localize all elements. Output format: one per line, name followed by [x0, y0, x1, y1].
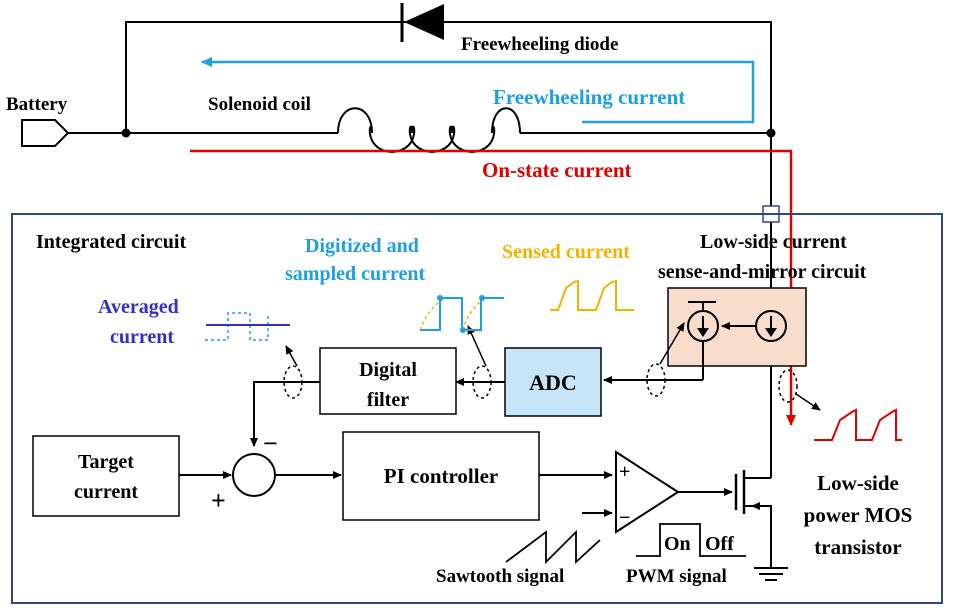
- integrated-circuit-label: Integrated circuit: [36, 231, 186, 253]
- pwm-on-label: On: [664, 533, 691, 555]
- digitized-current-label-line2: sampled current: [285, 263, 426, 285]
- on-state-current-waveform: [814, 408, 902, 441]
- digitized-current-waveform: [419, 295, 504, 333]
- freewheeling-current-path: [201, 57, 755, 124]
- sawtooth-waveform: [505, 529, 601, 565]
- digital-filter-label-line2: filter: [367, 389, 409, 411]
- averaged-current-label-line1: Averaged: [98, 296, 179, 318]
- sawtooth-signal-label: Sawtooth signal: [436, 566, 564, 587]
- sense-mirror-circuit: Low-side current sense-and-mirror circui…: [658, 231, 867, 380]
- pi-controller-block: [342, 431, 540, 521]
- pwm-signal-label: PWM signal: [626, 566, 727, 587]
- pwm-waveform: [636, 523, 746, 557]
- averaged-current-waveform: [205, 312, 290, 341]
- power-mos-transistor: [734, 470, 772, 568]
- target-current-label-line2: current: [74, 481, 138, 503]
- sum-minus-sign: −: [263, 429, 278, 458]
- freewheeling-current-label: Freewheeling current: [493, 85, 685, 109]
- pi-controller-label: PI controller: [384, 464, 499, 488]
- digital-filter-block: [319, 347, 457, 415]
- solenoid-coil-label: Solenoid coil: [208, 94, 311, 115]
- comparator-plus-sign: +: [619, 461, 630, 483]
- on-state-current-label: On-state current: [482, 158, 632, 182]
- sensed-current-label: Sensed current: [502, 241, 630, 263]
- mos-label-line3: transistor: [814, 535, 902, 559]
- comparator-minus-sign: −: [619, 507, 630, 529]
- ground-symbol: [754, 567, 788, 581]
- digitized-current-label-line1: Digitized and: [305, 235, 419, 257]
- sense-mirror-label-line2: sense-and-mirror circuit: [658, 261, 867, 283]
- probe-averaged: [283, 365, 303, 399]
- probe-digitized: [472, 365, 492, 399]
- integrated-circuit-box: [11, 213, 943, 604]
- summing-junction: [232, 453, 276, 497]
- digital-filter-label-line1: Digital: [359, 359, 417, 381]
- freewheeling-diode-label: Freewheeling diode: [461, 34, 618, 55]
- freewheeling-diode-symbol: [400, 3, 444, 42]
- adc-label: ADC: [529, 370, 577, 395]
- sense-mirror-label-line1: Low-side current: [700, 231, 847, 253]
- feedback-wire: [250, 381, 320, 447]
- sum-plus-sign: +: [211, 486, 226, 515]
- probe-drain: [778, 369, 798, 403]
- battery-terminal: [21, 119, 70, 147]
- target-current-label-line1: Target: [78, 451, 134, 473]
- probe-sensed: [646, 363, 666, 397]
- comparator: [615, 450, 680, 534]
- mos-label-line1: Low-side: [817, 471, 899, 495]
- adc-block: [504, 347, 602, 417]
- mos-label-line2: power MOS: [804, 503, 913, 527]
- target-current-block: [32, 435, 180, 517]
- sensed-current-waveform: [550, 279, 634, 311]
- pwm-off-label: Off: [705, 533, 734, 555]
- solenoid-coil-symbol: [337, 107, 521, 154]
- diode-wire: [125, 21, 772, 133]
- battery-label: Battery: [6, 94, 68, 115]
- averaged-current-label-line2: current: [110, 326, 174, 348]
